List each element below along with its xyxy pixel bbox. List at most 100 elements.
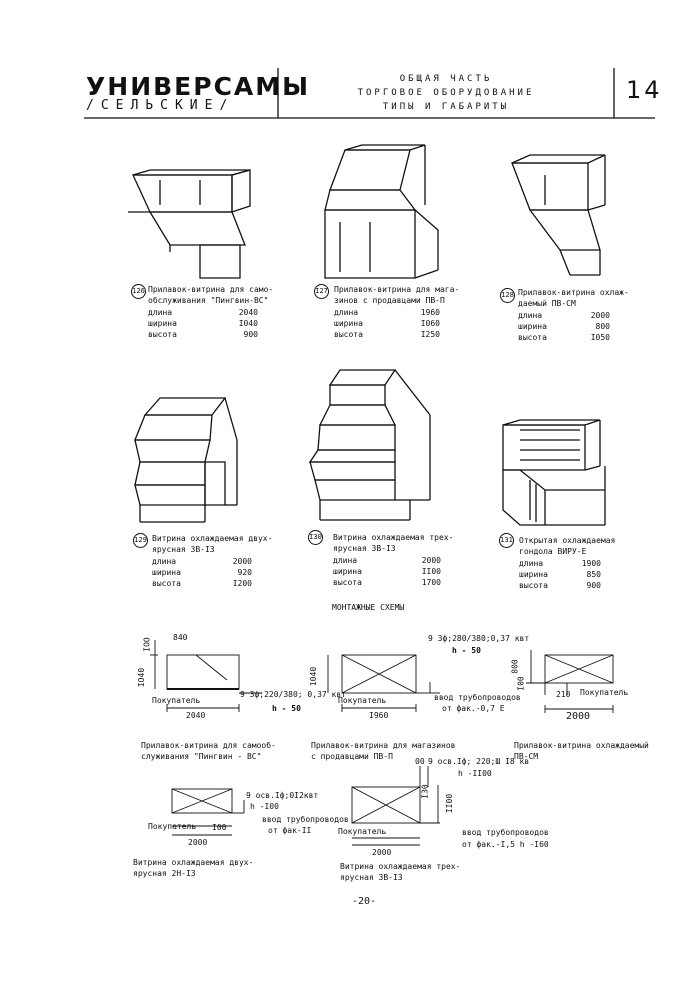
scheme-caption-line: служивания "Пингвин - ВС" [141, 752, 262, 761]
spec-label: длина [152, 557, 177, 566]
spec-value: I040 [238, 319, 258, 328]
spec-label: высота [152, 579, 181, 588]
header-line-3: ТИПЫ И ГАБАРИТЫ [382, 102, 510, 112]
item-number: 131 [499, 533, 514, 548]
spec-label: длина [519, 559, 544, 568]
pipe-label: от фак.-I,5 h -I60 [462, 840, 549, 849]
item-caption-line: Открытая охлаждаемая [519, 536, 616, 545]
scheme-caption-line: ПВ-СМ [514, 752, 539, 761]
buyer-label: Покупатель [580, 688, 629, 697]
power-label: 9 осв.Iф;0I2квт [246, 791, 319, 800]
spec-value: I050 [590, 333, 610, 342]
pipe-label: от фак.-0,7 E [442, 704, 505, 713]
header-line-1: ОБЩАЯ ЧАСТЬ [399, 74, 493, 84]
spec-label: ширина [152, 568, 181, 577]
dim-label: IO40 [137, 667, 147, 688]
spec-label: высота [148, 330, 177, 339]
spec-label: длина [333, 556, 358, 565]
item-number: 129 [133, 533, 148, 548]
power-label: 9 3ф;220/380; 0,37 квт [240, 690, 346, 699]
buyer-label: Покупатель [148, 822, 197, 831]
spec-label: высота [518, 333, 547, 342]
equipment-126-drawing [128, 169, 251, 279]
scheme-5 [351, 766, 440, 846]
item-number: I30 [308, 530, 323, 545]
spec-value: II00 [421, 567, 441, 576]
spec-value: 2000 [232, 557, 252, 566]
dim-label: 210 [556, 690, 571, 699]
equipment-130-drawing [308, 369, 431, 521]
spec-value: I200 [232, 579, 252, 588]
item-caption-line: Прилавок-витрина для мага- [334, 285, 460, 294]
spec-value: 900 [586, 581, 601, 590]
item-caption-line: Витрина охлаждаемая трех- [333, 533, 454, 542]
item-caption-line: зинов с продавцами ПВ-П [334, 296, 445, 305]
scheme-caption-line: Прилавок-витрина для магазинов [311, 741, 456, 750]
buyer-label: Покупатель [338, 827, 387, 836]
title-main: УНИВЕРСАМЫ [86, 72, 311, 101]
spec-value: 2000 [590, 311, 610, 320]
height-label: h - 50 [272, 704, 301, 713]
pipe-label: ввод трубопроводов [462, 828, 549, 837]
spec-label: ширина [334, 319, 363, 328]
page-footer-number: -20- [352, 896, 377, 907]
item-number: I27 [314, 284, 329, 299]
item-caption-line: ярусная ЗВ-I3 [333, 544, 396, 553]
scheme-caption-line: Витрина охлаждаемая двух- [133, 858, 254, 867]
spec-label: высота [519, 581, 548, 590]
spec-label: длина [518, 311, 543, 320]
scheme-1 [150, 640, 262, 712]
equipment-127-drawing [324, 144, 439, 279]
item-number: 128 [500, 288, 515, 303]
spec-value: 1960 [420, 308, 440, 317]
item-caption-line: Витрина охлаждаемая двух- [152, 534, 273, 543]
scheme-caption-line: Прилавок-витрина для самооб- [141, 741, 276, 750]
buyer-label: Покупатель [152, 696, 201, 705]
dim-label: I30 [420, 784, 430, 799]
dim-label: 2000 [566, 711, 591, 722]
dim-label: 2000 [372, 848, 392, 857]
dim-label: 800 [510, 659, 520, 674]
scheme-3 [526, 650, 614, 713]
spec-label: длина [334, 308, 359, 317]
item-caption-line: гондола ВИРУ-Е [519, 547, 587, 556]
scheme-caption-line: Витрина охлаждаемая трех- [340, 862, 461, 871]
dim-label: II00 [445, 793, 455, 814]
spec-value: I250 [420, 330, 440, 339]
scheme-caption-line: с продавцами ПВ-П [311, 752, 393, 761]
pipe-label: ввод трубопроводов [434, 693, 521, 702]
title-sub: /СЕЛЬСКИЕ/ [86, 98, 235, 113]
scheme-caption-line: ярусная ЗВ-I3 [340, 873, 403, 882]
dim-label: I00 [212, 823, 227, 832]
spec-label: ширина [518, 322, 547, 331]
dim-label: 00 [415, 757, 425, 766]
item-caption-line: ярусная ЗВ-I3 [152, 545, 215, 554]
dim-label: 2040 [186, 711, 206, 720]
item-caption-line: Прилавок-витрина для само- [148, 285, 274, 294]
item-caption-line: даемый ПВ-СМ [518, 299, 576, 308]
scheme-caption-line: ярусная 2Н-I3 [133, 869, 196, 878]
scheme-caption-line: Прилавок-витрина охлаждаемый [514, 741, 649, 750]
equipment-128-drawing [511, 154, 606, 276]
item-caption-line: обслуживания "Пингвин-ВС" [148, 296, 269, 305]
section-title: МОНТАЖНЫЕ СХЕМЫ [332, 603, 405, 612]
spec-value: 1700 [421, 578, 441, 587]
dim-label: I960 [369, 711, 389, 720]
scheme-4 [171, 788, 245, 836]
spec-label: высота [334, 330, 363, 339]
spec-value: 850 [586, 570, 601, 579]
item-number: 126 [131, 284, 146, 299]
spec-label: ширина [148, 319, 177, 328]
dim-label: 1040 [309, 666, 319, 687]
equipment-129-drawing [134, 397, 238, 523]
item-caption-line: Прилавок-витрина охлаж- [518, 288, 629, 297]
dim-label: 2000 [188, 838, 208, 847]
height-label: h -I00 [250, 802, 279, 811]
